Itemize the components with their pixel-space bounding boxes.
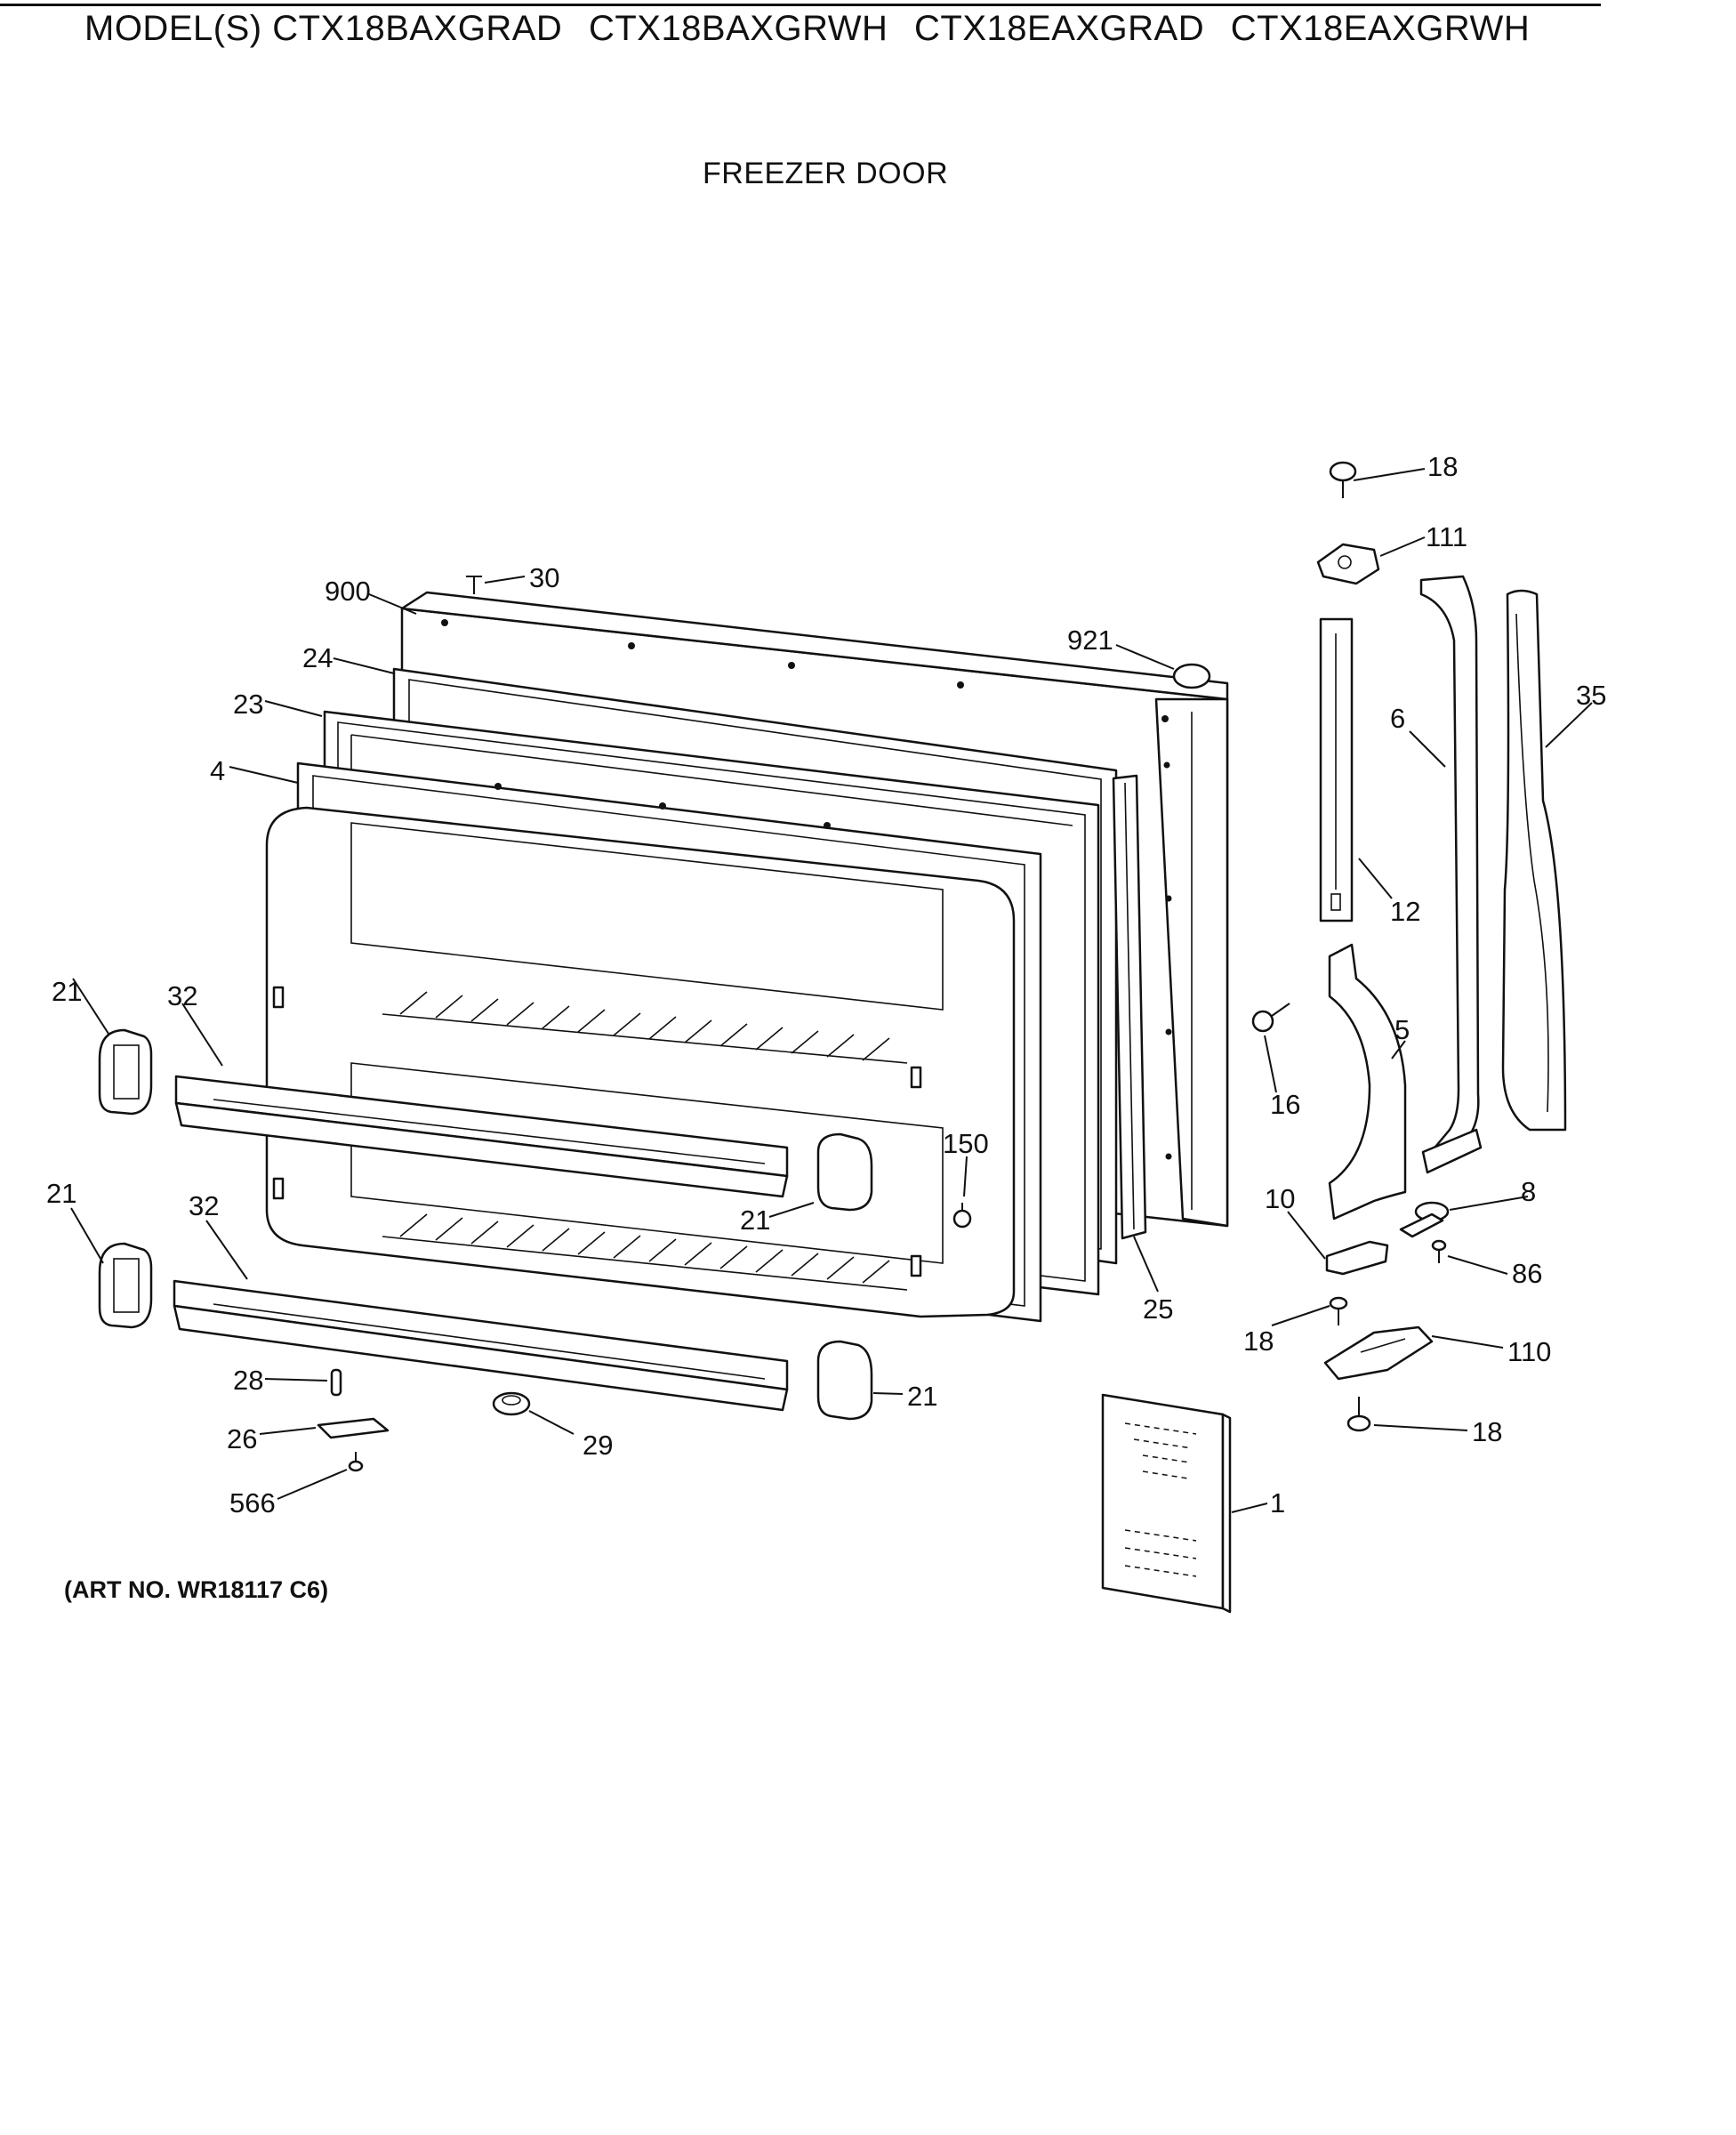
callout-26: 26 [227, 1423, 257, 1454]
screw-30 [466, 576, 482, 594]
shelf-ribs-upper [399, 991, 890, 1061]
callout-32: 32 [189, 1190, 219, 1221]
screw-150 [952, 1203, 972, 1229]
bushing-29 [492, 1391, 531, 1416]
callout-30: 30 [529, 562, 559, 593]
shelf-end-cap-left-lower [98, 1242, 153, 1329]
hinge-bracket-10 [1325, 1240, 1389, 1276]
screw-86 [1431, 1239, 1447, 1263]
screw-18-mid [1329, 1296, 1348, 1325]
callout-110: 110 [1507, 1336, 1551, 1367]
model-number: CTX18EAXGRWH [1230, 9, 1531, 48]
model-header: MODEL(S) CTX18BAXGRAD CTX18BAXGRWH CTX18… [84, 9, 1530, 49]
callout-35: 35 [1576, 680, 1606, 711]
callout-23: 23 [233, 689, 263, 720]
breaker-strip [1112, 774, 1147, 1240]
callout-21: 21 [907, 1381, 937, 1412]
callout-18: 18 [1427, 451, 1458, 482]
model-prefix: MODEL(S) [84, 9, 262, 48]
handle-trim-35 [1501, 589, 1567, 1132]
model-number: CTX18BAXGRWH [588, 9, 888, 48]
art-number: (ART NO. WR18117 C6) [64, 1576, 329, 1603]
shelf-end-cap-left-upper [98, 1028, 153, 1116]
hinge-cap-111 [1316, 543, 1380, 585]
callout-24: 24 [302, 642, 333, 673]
callout-1: 1 [1270, 1487, 1285, 1519]
callout-566: 566 [229, 1487, 276, 1519]
handle-6 [1419, 575, 1483, 1174]
shelf-bar-upper [174, 1075, 789, 1198]
owners-manual-1 [1101, 1393, 1232, 1614]
callout-32: 32 [167, 980, 197, 1011]
shelf-end-cap-right [816, 1340, 873, 1421]
callout-labels: 18 111 30 900 921 24 23 35 6 4 12 21 32 … [46, 451, 1606, 1519]
model-number: CTX18BAXGRAD [272, 9, 563, 48]
callout-12: 12 [1390, 896, 1420, 927]
callout-25: 25 [1143, 1293, 1173, 1325]
inner-liner-bins [265, 806, 1016, 1318]
screw-18-top [1329, 461, 1357, 498]
callout-28: 28 [233, 1365, 263, 1396]
callout-921: 921 [1067, 624, 1113, 656]
callout-86: 86 [1512, 1258, 1542, 1289]
callout-8: 8 [1521, 1176, 1536, 1207]
bottom-hinge-110 [1323, 1325, 1434, 1381]
callout-5: 5 [1394, 1014, 1410, 1045]
callout-18: 18 [1472, 1416, 1502, 1447]
callout-29: 29 [583, 1430, 613, 1461]
section-title: FREEZER DOOR [703, 157, 949, 190]
stop-8 [1399, 1201, 1450, 1238]
hinge-cover-5 [1328, 943, 1407, 1221]
pin-28 [330, 1368, 342, 1397]
callout-6: 6 [1390, 703, 1405, 734]
model-number: CTX18EAXGRAD [914, 9, 1205, 48]
shelf-ribs-lower [399, 1213, 890, 1284]
screw-16 [1251, 1003, 1290, 1033]
callout-18: 18 [1243, 1325, 1274, 1357]
callout-21: 21 [740, 1204, 770, 1236]
shelf-end-cap-mid [816, 1132, 873, 1212]
plug-921 [1172, 663, 1211, 689]
plate-26 [317, 1417, 390, 1439]
callout-21: 21 [52, 976, 82, 1007]
callout-150: 150 [943, 1128, 989, 1159]
callout-21: 21 [46, 1178, 76, 1209]
top-rule [0, 4, 1601, 6]
handle-bracket-12 [1319, 617, 1354, 922]
screw-18-bottom [1346, 1397, 1371, 1432]
callout-111: 111 [1426, 521, 1467, 552]
leader-lines [70, 468, 1593, 1513]
shelf-bar-lower [173, 1279, 789, 1412]
screw-566 [348, 1452, 364, 1472]
callout-10: 10 [1265, 1183, 1295, 1214]
callout-16: 16 [1270, 1089, 1300, 1120]
callout-900: 900 [325, 576, 371, 607]
callout-4: 4 [210, 755, 225, 786]
